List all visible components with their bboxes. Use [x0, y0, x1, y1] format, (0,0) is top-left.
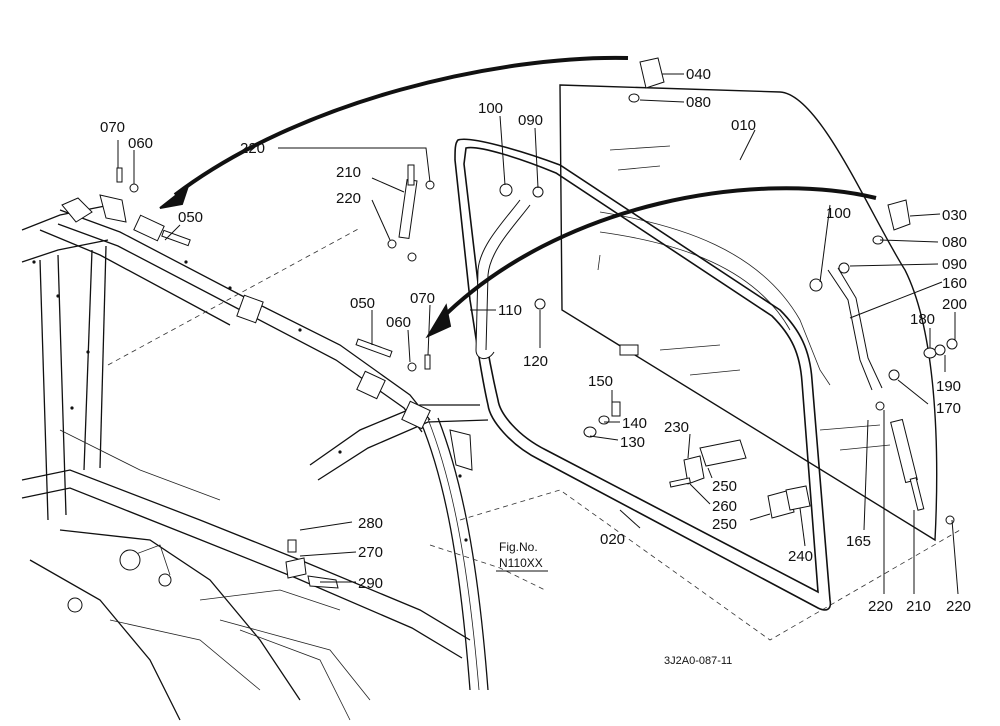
- callout-270: 270: [358, 544, 383, 561]
- callout-140: 140: [622, 415, 647, 432]
- rear-window-glass: [559, 84, 938, 542]
- callout-060-center: 060: [386, 314, 411, 331]
- hardware-parts: [116, 57, 958, 589]
- callout-220-bottom-a: 220: [868, 598, 893, 615]
- figure-reference-label: Fig.No.: [499, 540, 538, 554]
- callout-160: 160: [942, 275, 967, 292]
- callout-260: 260: [712, 498, 737, 515]
- callout-100-right: 100: [826, 205, 851, 222]
- cab-frame: [21, 194, 489, 721]
- callout-290: 290: [358, 575, 383, 592]
- callout-040: 040: [686, 66, 711, 83]
- callout-130: 130: [620, 434, 645, 451]
- callout-120: 120: [523, 353, 548, 370]
- callout-080-top: 080: [686, 94, 711, 111]
- callout-010: 010: [731, 117, 756, 134]
- assembly-arrows: [159, 55, 877, 339]
- callout-190: 190: [936, 378, 961, 395]
- callout-070-center: 070: [410, 290, 435, 307]
- part-callouts: 040 080 010 100 090 070 060 220 210 220 …: [100, 66, 971, 615]
- callout-200: 200: [942, 296, 967, 313]
- callout-150: 150: [588, 373, 613, 390]
- callout-220-strut-bottom: 220: [336, 190, 361, 207]
- figure-reference: Fig.No. N110XX: [496, 540, 548, 572]
- callout-020: 020: [600, 531, 625, 548]
- hinge-030: [887, 199, 911, 231]
- drawing-number: 3J2A0-087-11: [664, 655, 732, 667]
- callout-050-left: 050: [178, 209, 203, 226]
- callout-070-left: 070: [100, 119, 125, 136]
- callout-050-center: 050: [350, 295, 375, 312]
- callout-230: 230: [664, 419, 689, 436]
- callout-220-bottom-b: 220: [946, 598, 971, 615]
- callout-170: 170: [936, 400, 961, 417]
- callout-250-lower: 250: [712, 516, 737, 533]
- callout-100-left: 100: [478, 100, 503, 117]
- callout-090-left: 090: [518, 112, 543, 129]
- callout-165: 165: [846, 533, 871, 550]
- callout-110: 110: [498, 302, 522, 319]
- callout-180: 180: [910, 311, 935, 328]
- callout-090-right: 090: [942, 256, 967, 273]
- callout-240: 240: [788, 548, 813, 565]
- callout-080-right: 080: [942, 234, 967, 251]
- callout-030: 030: [942, 207, 967, 224]
- callout-210-right: 210: [906, 598, 931, 615]
- reference-lines: [107, 227, 961, 641]
- callout-210-left: 210: [336, 164, 361, 181]
- callout-220-strut-top: 220: [240, 140, 265, 157]
- callout-250-upper: 250: [712, 478, 737, 495]
- leader-lines: [117, 73, 959, 595]
- hinge-040: [639, 57, 665, 89]
- figure-reference-number: N110XX: [499, 556, 543, 570]
- callout-060-left: 060: [128, 135, 153, 152]
- callout-280: 280: [358, 515, 383, 532]
